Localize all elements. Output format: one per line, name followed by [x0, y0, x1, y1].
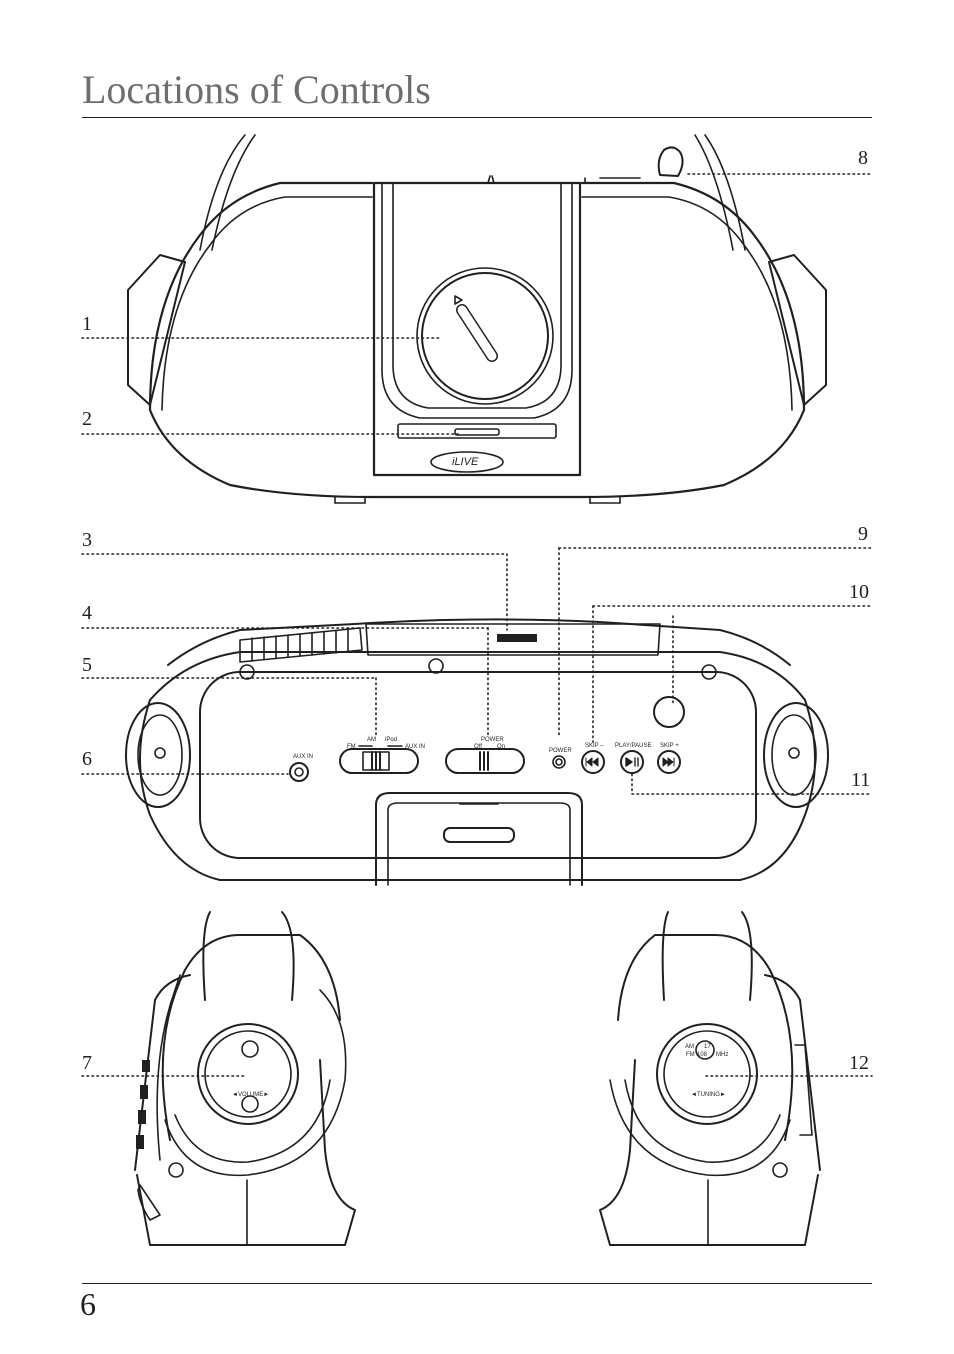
- label-power-switch: POWER: [481, 737, 504, 743]
- label-fm: FM: [347, 744, 356, 750]
- label-am-dial: AM: [685, 1044, 694, 1050]
- callout-1: 1: [82, 313, 92, 335]
- label-am: AM: [367, 737, 376, 743]
- callout-11: 11: [851, 769, 871, 791]
- page-number: 6: [80, 1286, 96, 1322]
- brand-logo: iLIVE: [452, 456, 479, 468]
- left-side-illustration: [134, 911, 356, 1246]
- label-skip-plus: SKIP +: [660, 743, 679, 749]
- label-off: Off: [474, 744, 482, 750]
- callout-6: 6: [82, 748, 92, 770]
- label-tuning: ◄TUNING►: [691, 1092, 726, 1098]
- callout-10: 10: [849, 581, 869, 603]
- label-power-led: POWER: [549, 748, 572, 754]
- label-aux-in-2: AUX IN: [405, 744, 425, 750]
- callout-5: 5: [82, 654, 92, 676]
- label-volume: ◄VOLUME►: [232, 1092, 269, 1098]
- callout-9: 9: [858, 523, 868, 545]
- callout-12: 12: [849, 1052, 869, 1074]
- label-mhz: MHz: [716, 1052, 728, 1058]
- page-title: Locations of Controls: [82, 67, 431, 112]
- title-rule: [82, 117, 872, 118]
- front-view-illustration: [125, 618, 829, 886]
- footer-rule: [82, 1283, 872, 1284]
- label-ipod: iPod: [385, 737, 397, 743]
- callout-4: 4: [82, 602, 92, 624]
- label-play-pause: PLAY/PAUSE: [615, 743, 651, 749]
- callout-7: 7: [82, 1052, 92, 1074]
- label-on: On: [497, 744, 505, 750]
- callout-2: 2: [82, 408, 92, 430]
- panel-labels: AUX IN FM AM iPod AUX IN POWER Off On PO…: [232, 456, 728, 1098]
- top-view-illustration: [127, 134, 827, 504]
- callout-8: 8: [858, 147, 868, 169]
- label-dial-108: 108: [697, 1052, 708, 1058]
- leader-lines: [81, 173, 873, 1077]
- label-aux-in: AUX IN: [293, 754, 313, 760]
- label-dial-17: 17: [704, 1044, 711, 1050]
- label-fm-dial: FM: [686, 1052, 695, 1058]
- callout-3: 3: [82, 529, 92, 551]
- label-skip-minus: SKIP –: [585, 743, 604, 749]
- right-side-illustration: [599, 911, 821, 1246]
